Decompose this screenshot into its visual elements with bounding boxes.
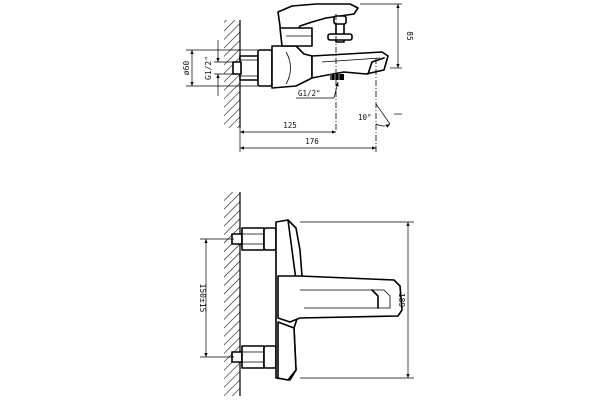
front-view: 150±15 189 <box>198 192 414 396</box>
dim-length-125: 125 <box>240 121 336 134</box>
cartridge-cap <box>279 27 313 47</box>
dim-label-125: 125 <box>283 121 297 130</box>
dim-height-189: 189 <box>300 221 414 379</box>
dim-inlet-thread: G1/2" <box>204 40 234 96</box>
dim-label-outlet: G1/2" <box>298 89 321 98</box>
dim-label-189: 189 <box>397 293 406 308</box>
spout-front <box>277 275 403 323</box>
dim-angle-10: 10° <box>358 103 402 128</box>
dim-height-85: 85 <box>360 3 414 69</box>
dim-outlet-thread: G1/2" <box>296 81 339 99</box>
dim-label-angle: 10° <box>358 113 372 122</box>
dim-label-85: 85 <box>405 31 414 41</box>
mixer-body-side <box>271 45 313 89</box>
upper-connector <box>231 227 277 251</box>
wall-connector-top <box>232 49 273 87</box>
outlet-thread <box>330 74 344 80</box>
dim-length-176: 176 <box>239 128 376 152</box>
diverter-knob <box>327 15 353 43</box>
mixer-lower-body <box>277 321 297 381</box>
dim-label-centers: 150±15 <box>198 284 207 313</box>
dim-centers: 150±15 <box>198 238 234 358</box>
spout-side <box>311 51 389 79</box>
wall-bottom <box>224 192 241 396</box>
dim-diameter-60: ø60 <box>182 49 260 87</box>
dim-label-176: 176 <box>305 137 319 146</box>
dim-label-inlet: G1/2" <box>204 56 213 80</box>
side-view: 85 ø60 G1/2" G1/2" 125 <box>182 3 414 154</box>
dim-label-diameter: ø60 <box>182 61 191 76</box>
